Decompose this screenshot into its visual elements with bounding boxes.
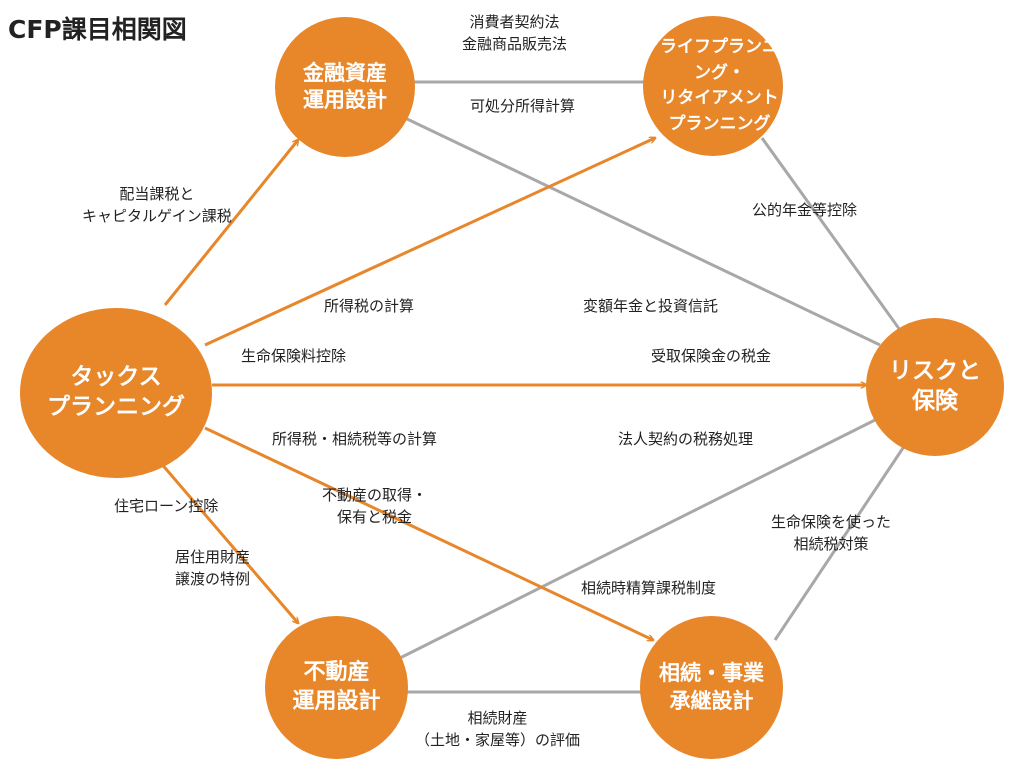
line-life-risk <box>760 137 902 331</box>
label-corporate-contract-tax: 法人契約の税務処理 <box>618 430 754 448</box>
diagram-title: CFP課目相関図 <box>8 15 187 44</box>
label-variable-annuity: 変額年金と投資信託 <box>583 297 719 315</box>
label-mortgage-deduction: 住宅ローン控除 <box>114 497 219 515</box>
label-disposable-income: 可処分所得計算 <box>470 97 576 115</box>
line-realestate-risk <box>399 418 876 660</box>
node-real-estate: 不動産 運用設計 <box>265 616 408 759</box>
node-tax-planning: タックス プランニング <box>20 308 212 478</box>
label-income-inheritance-tax-calc: 所得税・相続税等の計算 <box>272 430 438 448</box>
label-real-estate-acquisition-tax: 不動産の取得・ 保有と税金 <box>322 486 428 526</box>
label-life-insurance-inheritance: 生命保険を使った 相続税対策 <box>771 513 892 553</box>
arrow-tax-financial <box>163 140 298 306</box>
label-income-tax-calc: 所得税の計算 <box>324 297 415 315</box>
label-settlement-tax-system: 相続時精算課税制度 <box>581 579 717 597</box>
label-consumer-contract-law: 消費者契約法 金融商品販売法 <box>462 13 568 53</box>
node-life-planning: ライフプランニング・ リタイアメントプランニング <box>643 16 783 156</box>
node-inheritance-business: 相続・事業 承継設計 <box>640 616 783 759</box>
arrow-tax-inheritance <box>204 426 653 640</box>
node-risk-insurance: リスクと 保険 <box>866 318 1004 456</box>
label-life-insurance-deduction: 生命保険料控除 <box>241 347 347 365</box>
label-residential-property-transfer: 居住用財産 譲渡の特例 <box>175 548 251 588</box>
label-public-pension-deduction: 公的年金等控除 <box>752 201 858 219</box>
node-financial-asset: 金融資産 運用設計 <box>275 17 415 157</box>
arrow-tax-realestate <box>158 461 298 623</box>
label-inherited-property-valuation: 相続財産 （土地・家屋等）の評価 <box>415 709 581 749</box>
label-insurance-payout-tax: 受取保険金の税金 <box>651 347 772 365</box>
label-dividend-capital-gain-tax: 配当課税と キャピタルゲイン課税 <box>82 185 232 225</box>
arrow-tax-life <box>204 138 655 347</box>
line-financial-risk <box>404 116 881 347</box>
line-inheritance-risk <box>773 444 907 641</box>
